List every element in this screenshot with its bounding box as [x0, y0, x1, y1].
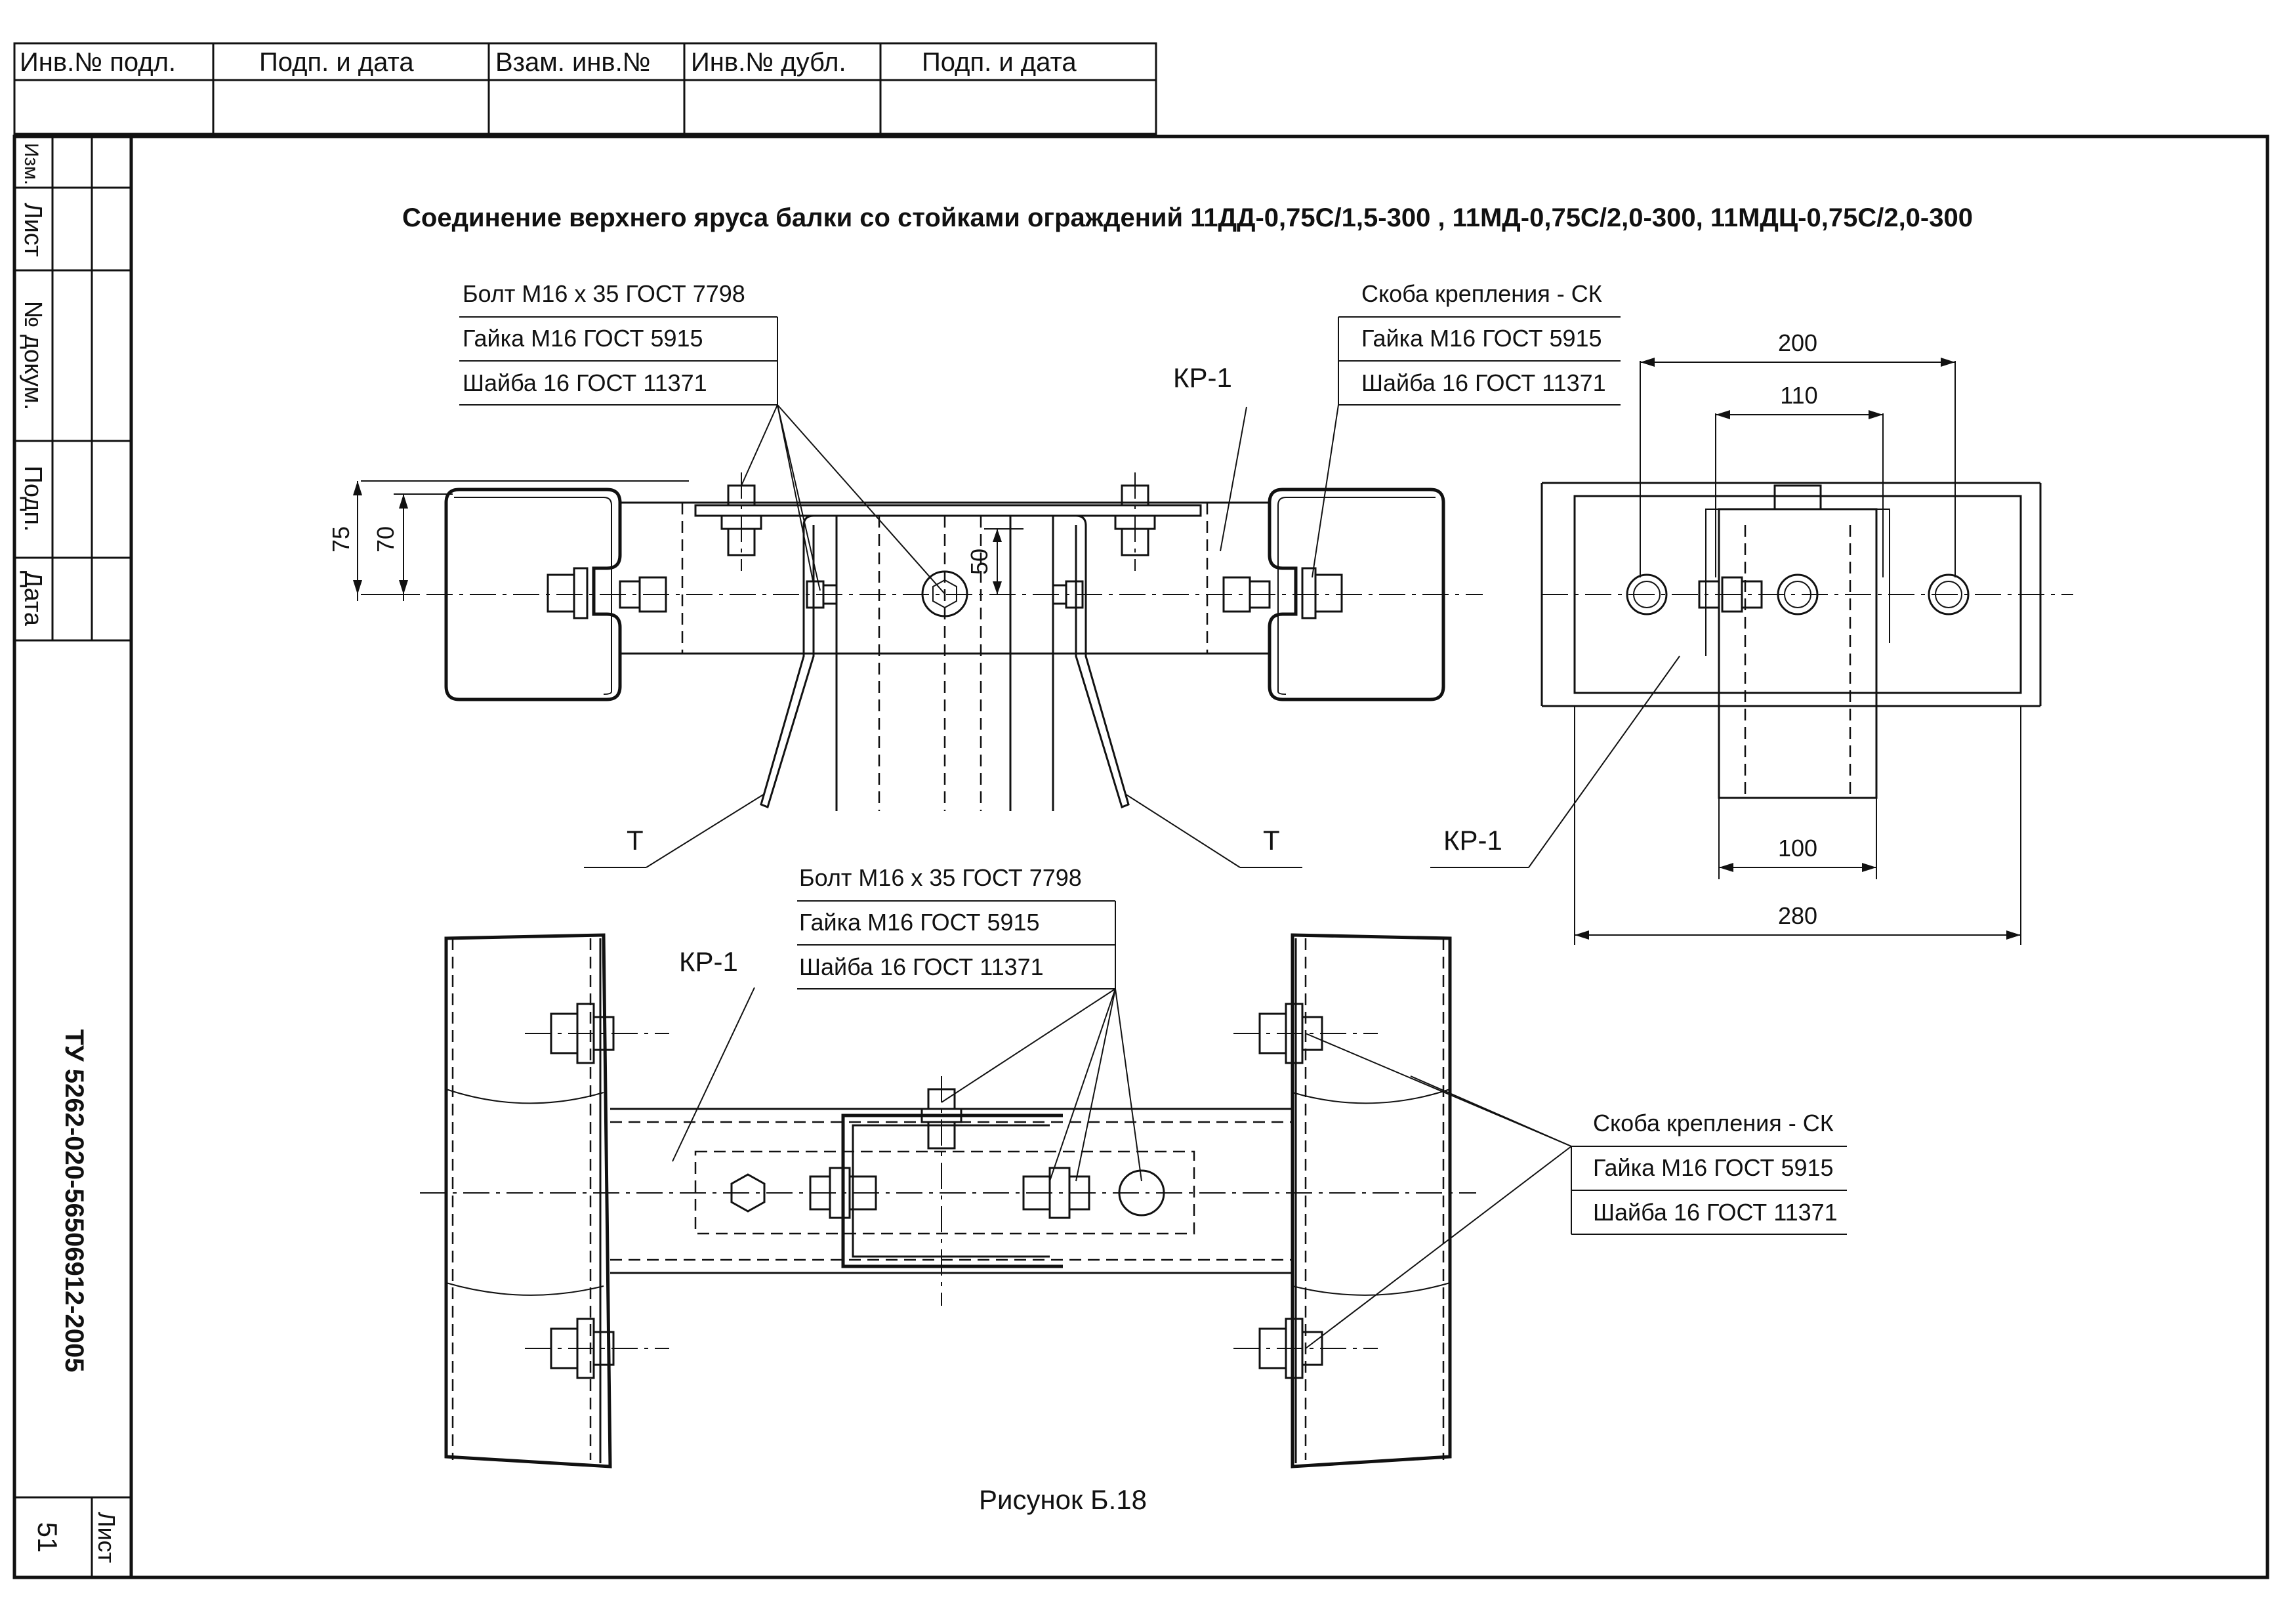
view-bottom — [420, 933, 1476, 1468]
sheet-number: 51 — [32, 1522, 63, 1553]
label-bolt-bottom: Болт М16 х 35 ГОСТ 7798 — [799, 864, 1082, 891]
label-nut-bottom-right: Гайка М16 ГОСТ 5915 — [1593, 1154, 1834, 1181]
side-data: Дата — [19, 571, 47, 627]
stamp-inv-dubl: Инв.№ дубл. — [691, 48, 846, 77]
stamp-podp-data-1: Подп. и дата — [259, 48, 414, 77]
label-washer-bottom: Шайба 16 ГОСТ 11371 — [799, 953, 1044, 980]
view-top-right: 200 110 100 280 — [1540, 329, 2073, 945]
dim-110: 110 — [1780, 382, 1817, 409]
stamp-inv-podl: Инв.№ подл. — [20, 48, 176, 77]
side-list: Лист — [19, 203, 47, 257]
side-block: Изм. Лист № докум. Подп. Дата ТУ 5262-02… — [14, 136, 131, 1577]
label-nut-top-right: Гайка М16 ГОСТ 5915 — [1361, 325, 1602, 352]
dim-50: 50 — [966, 549, 993, 575]
doc-code: ТУ 5262-020-56506912-2005 — [60, 1029, 89, 1372]
callout-top-left: Болт М16 х 35 ГОСТ 7798 Гайка М16 ГОСТ 5… — [459, 280, 945, 594]
side-podp: Подп. — [19, 466, 47, 532]
callout-bottom-right: Скоба крепления - СК Гайка М16 ГОСТ 5915… — [1305, 1033, 1847, 1349]
top-stamp: Инв.№ подл. Подп. и дата Взам. инв.№ Инв… — [13, 42, 1157, 135]
drawing-title: Соединение верхнего яруса балки со стойк… — [402, 203, 1973, 232]
dim-280: 280 — [1778, 902, 1817, 929]
dim-200: 200 — [1778, 329, 1817, 356]
stamp-podp-data-2: Подп. и дата — [922, 48, 1077, 77]
label-kr1-top: КР-1 — [1173, 362, 1232, 393]
sheet-label: Лист — [93, 1512, 120, 1563]
figure-caption: Рисунок Б.18 — [979, 1484, 1147, 1515]
callout-bottom-center: Болт М16 х 35 ГОСТ 7798 Гайка М16 ГОСТ 5… — [797, 864, 1142, 1182]
label-t-right: Т — [1263, 825, 1280, 856]
side-izm: Изм. — [20, 143, 42, 185]
label-bolt-top-left: Болт М16 х 35 ГОСТ 7798 — [463, 280, 745, 307]
stamp-vzam-inv: Взам. инв.№ — [495, 48, 651, 77]
view-top-left: 75 70 50 — [327, 472, 1483, 811]
label-kr1-bottom: КР-1 — [679, 946, 738, 977]
dim-100: 100 — [1778, 835, 1817, 862]
label-t-left: Т — [627, 825, 644, 856]
dim-75: 75 — [327, 526, 354, 552]
label-nut-top-left: Гайка М16 ГОСТ 5915 — [463, 325, 703, 352]
label-washer-top-right: Шайба 16 ГОСТ 11371 — [1361, 369, 1606, 396]
label-bracket-top-right: Скоба крепления - СК — [1361, 280, 1602, 307]
sheet-frame — [12, 135, 2269, 1579]
label-kr1-right: КР-1 — [1443, 825, 1502, 856]
label-nut-bottom: Гайка М16 ГОСТ 5915 — [799, 909, 1040, 936]
callout-top-right: Скоба крепления - СК Гайка М16 ГОСТ 5915… — [1312, 280, 1621, 578]
dim-70: 70 — [372, 526, 399, 552]
label-washer-top-left: Шайба 16 ГОСТ 11371 — [463, 369, 707, 396]
label-bracket-bottom-right: Скоба крепления - СК — [1593, 1110, 1834, 1136]
label-washer-bottom-right: Шайба 16 ГОСТ 11371 — [1593, 1199, 1838, 1226]
side-n-dokum: № докум. — [19, 301, 47, 411]
